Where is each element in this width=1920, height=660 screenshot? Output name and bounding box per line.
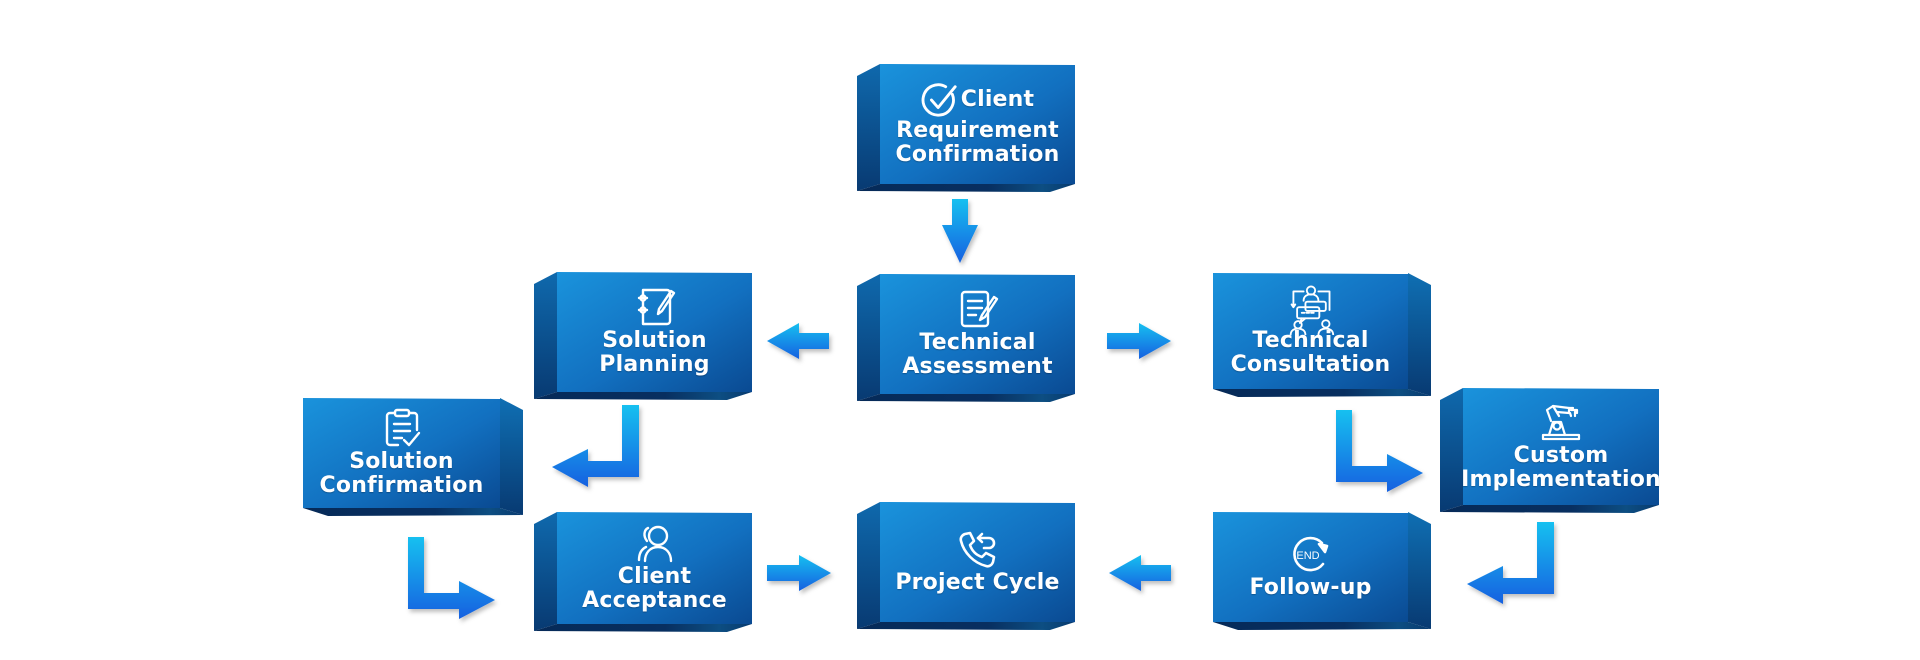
box-side-face — [857, 64, 880, 191]
box-bottom-face — [534, 624, 752, 632]
node-label-line: Planning — [599, 352, 710, 377]
box-front-face — [1463, 388, 1659, 505]
end-cycle-icon: END — [1289, 534, 1333, 574]
box-side-face — [534, 272, 557, 399]
clipboard-check-icon — [380, 408, 424, 448]
box-bottom-face — [857, 184, 1075, 192]
node-label-line: Requirement — [896, 118, 1059, 143]
box-bottom-face — [1213, 622, 1431, 630]
box-shape — [534, 512, 752, 632]
node-title-row: Client — [921, 81, 1035, 119]
node-label-line: Custom — [1513, 442, 1609, 468]
box-front-face — [557, 272, 752, 392]
phone-callback-icon — [956, 529, 1000, 569]
node-label-line: Confirmation — [319, 473, 484, 498]
box-bottom-face — [303, 508, 523, 516]
box-side-face — [1408, 512, 1431, 629]
node-label-line: Follow-up — [1249, 575, 1372, 600]
node-label-line: Client — [960, 87, 1035, 112]
check-circle-icon — [921, 81, 959, 119]
node-label-line: Technical — [1252, 328, 1369, 353]
flow-node-project-cycle: Project Cycle — [857, 498, 1075, 633]
arrow-right-n2-n7 — [1107, 323, 1171, 359]
box-shape — [857, 274, 1075, 402]
box-bottom-face — [1213, 389, 1431, 397]
box-bottom-face — [1440, 505, 1659, 513]
robot-arm-icon — [1539, 402, 1583, 442]
box-front-face — [1213, 273, 1408, 389]
node-label-line: Solution — [602, 328, 707, 353]
box-bottom-face — [857, 622, 1075, 630]
box-bottom-face — [534, 392, 752, 400]
arrow-shape — [408, 537, 495, 619]
box-front-face — [880, 64, 1075, 184]
box-shape — [857, 64, 1075, 192]
arrow-shape — [942, 199, 978, 263]
node-label-line: Implementation — [1461, 466, 1661, 492]
arrow-elbow-n8-n9 — [1467, 522, 1554, 604]
node-label-line: Confirmation — [895, 142, 1060, 167]
meeting-discussion-icon — [1283, 285, 1339, 336]
arrow-shape — [767, 323, 829, 359]
arrow-shape — [1336, 410, 1423, 492]
box-side-face — [857, 274, 880, 401]
svg-text:END: END — [1296, 550, 1319, 562]
node-label-line: Assessment — [902, 354, 1053, 379]
box-bottom-face — [857, 394, 1075, 402]
node-label-line: Project Cycle — [895, 570, 1060, 595]
node-label-line: Solution — [349, 449, 454, 474]
node-label-line: Technical — [919, 330, 1036, 355]
arrow-elbow-n4-n5 — [408, 537, 495, 619]
box-side-face — [1440, 388, 1463, 512]
document-edit-icon — [956, 289, 1000, 329]
arrow-right-n5-n6 — [767, 555, 831, 591]
box-shape — [534, 272, 752, 400]
box-side-face — [500, 398, 523, 515]
arrow-elbow-n3-n4 — [552, 405, 639, 487]
arrow-shape — [1109, 555, 1171, 591]
node-label-line: Acceptance — [582, 588, 727, 613]
arrow-left-n9-n6 — [1109, 555, 1171, 591]
box-front-face — [1213, 512, 1408, 622]
arrow-shape — [552, 405, 639, 487]
box-shape — [1213, 273, 1431, 397]
arrow-shape — [1467, 522, 1554, 604]
box-front-face — [303, 398, 500, 508]
node-label-line: Client — [617, 564, 692, 589]
arrow-shape — [1107, 323, 1171, 359]
node-content: END Follow-up — [1213, 512, 1408, 622]
box-front-face — [557, 512, 752, 624]
box-side-face — [534, 512, 557, 631]
arrow-left-n2-n3 — [767, 323, 829, 359]
arrow-down-n1-n2 — [942, 199, 978, 263]
box-side-face — [857, 502, 880, 629]
node-label-line: Consultation — [1230, 352, 1391, 377]
box-shape — [1440, 388, 1659, 513]
box-side-face — [1408, 273, 1431, 396]
flow-node-follow-up: END Follow-up — [1213, 508, 1431, 633]
arrow-elbow-n7-n8 — [1336, 410, 1423, 492]
box-shape — [1213, 512, 1431, 630]
notebook-pen-icon — [633, 287, 677, 327]
node-content: Project Cycle — [880, 502, 1075, 622]
arrow-shape — [767, 555, 831, 591]
users-icon — [633, 523, 677, 563]
box-shape — [303, 398, 523, 516]
box-front-face — [880, 274, 1075, 394]
